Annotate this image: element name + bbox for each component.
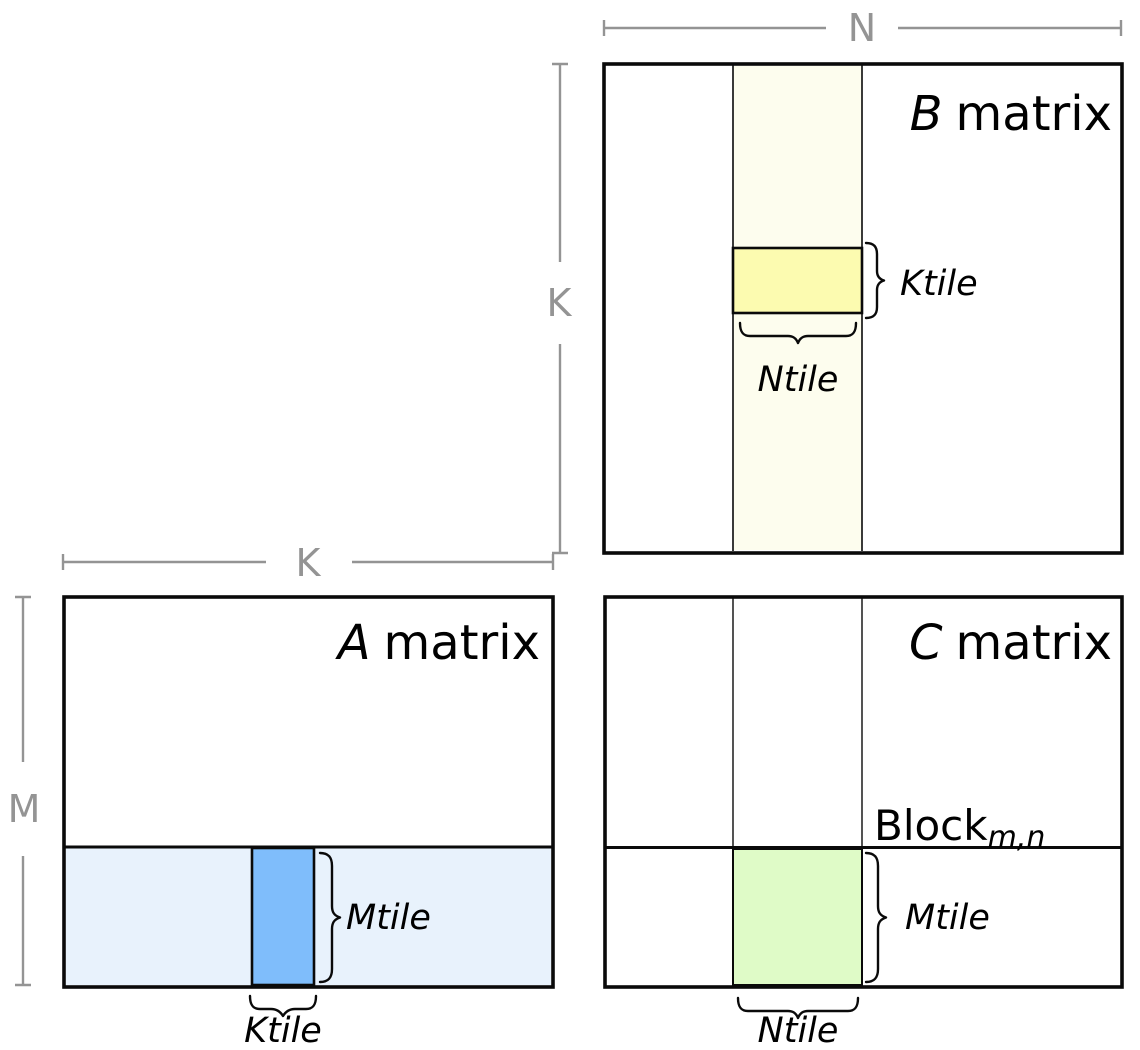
c-matrix-word: matrix xyxy=(956,615,1112,671)
m-dimension-line xyxy=(15,595,31,987)
k-dimension-line-b xyxy=(552,62,568,555)
b-ntile-label: Ntile xyxy=(758,360,839,400)
a-mtile-brace xyxy=(318,851,342,984)
c-block-tile xyxy=(732,848,863,986)
a-mtile-label: Mtile xyxy=(346,898,431,938)
a-matrix-word: matrix xyxy=(384,615,540,671)
c-matrix-letter: C xyxy=(909,615,943,671)
m-dimension-label: M xyxy=(8,787,41,831)
c-ntile-label: Ntile xyxy=(758,1011,839,1050)
n-dimension-line xyxy=(602,20,1123,36)
a-ktile-brace xyxy=(248,994,318,1018)
c-matrix-border xyxy=(603,595,1124,989)
n-dimension-label: N xyxy=(848,6,876,50)
dimension-lines xyxy=(15,20,1123,987)
c-mtile-label: Mtile xyxy=(905,898,990,938)
k-dimension-label-a: K xyxy=(296,541,322,585)
b-ktile-brace xyxy=(864,241,886,320)
b-matrix-letter: B xyxy=(910,86,943,142)
dimension-labels: N K K M xyxy=(8,6,877,831)
k-dimension-label-b: K xyxy=(547,281,573,325)
b-matrix-word: matrix xyxy=(956,86,1112,142)
b-ktile-label: Ktile xyxy=(900,264,978,304)
c-block-word: Block xyxy=(874,801,988,850)
b-ktile-tile xyxy=(731,246,864,315)
c-block-label: Blockm,n xyxy=(874,801,1045,855)
a-ktile-tile xyxy=(250,846,316,987)
b-ntile-brace xyxy=(738,321,858,345)
c-ntile-brace xyxy=(736,996,860,1020)
a-matrix-border xyxy=(62,595,555,989)
c-block-subscript: m,n xyxy=(988,820,1046,855)
k-dimension-line-a xyxy=(61,554,555,570)
a-matrix-letter: A xyxy=(335,615,371,671)
b-matrix-border xyxy=(602,62,1124,555)
a-ktile-label: Ktile xyxy=(244,1011,322,1050)
c-mtile-brace xyxy=(864,851,888,984)
